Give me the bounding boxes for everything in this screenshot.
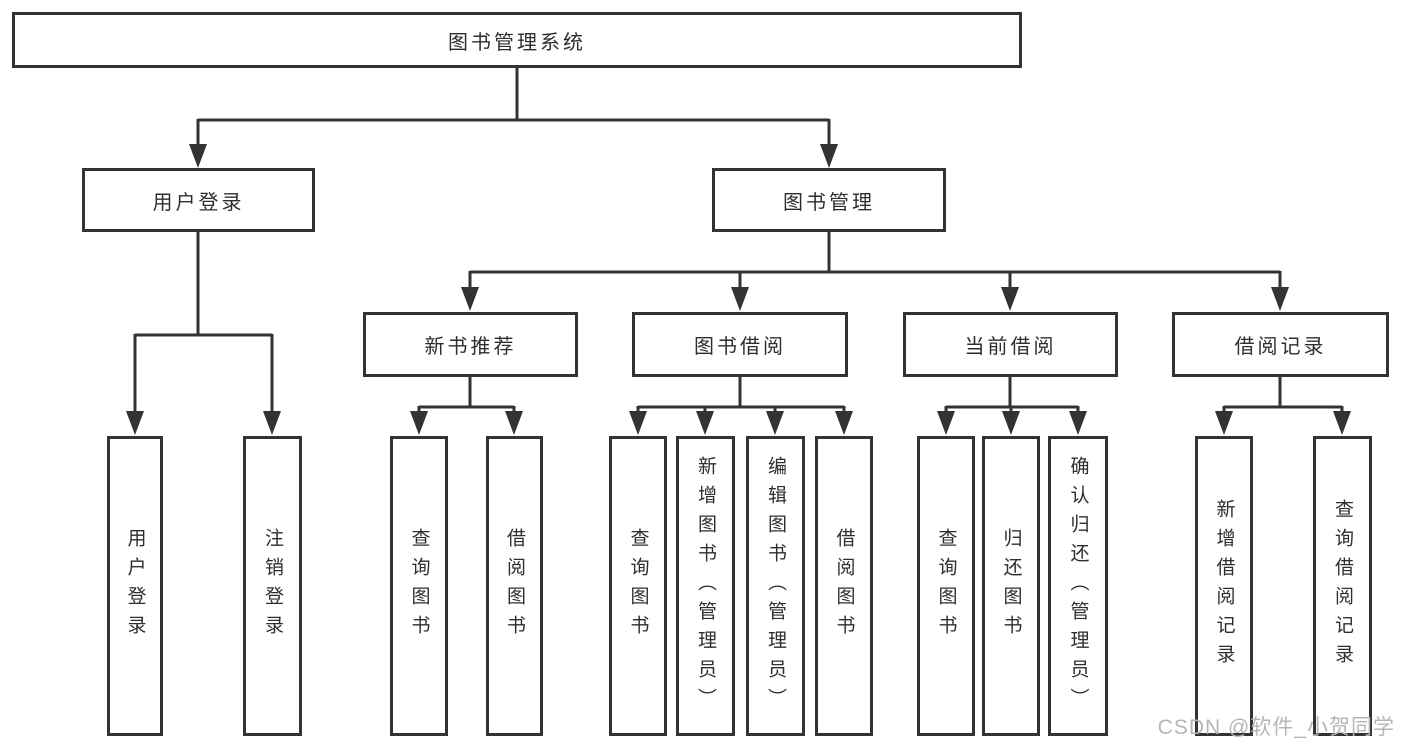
leaf-borrow-books-borrowing: 借阅图书	[815, 436, 873, 736]
leaf-add-book-admin: 新增图书（管理员）	[676, 436, 735, 736]
node-label: 借阅图书	[833, 528, 855, 644]
node-label: 查询图书	[935, 528, 957, 644]
leaf-add-borrow-record: 新增借阅记录	[1195, 436, 1253, 736]
leaf-query-borrow-record: 查询借阅记录	[1313, 436, 1372, 736]
node-label: 新增图书（管理员）	[695, 455, 716, 717]
node-book-management: 图书管理	[712, 168, 946, 232]
node-label: 查询图书	[627, 528, 649, 644]
leaf-query-books-recommend: 查询图书	[390, 436, 448, 736]
node-root-system: 图书管理系统	[12, 12, 1022, 68]
node-label: 图书管理系统	[448, 31, 586, 54]
leaf-edit-book-admin: 编辑图书（管理员）	[746, 436, 805, 736]
node-label: 借阅记录	[1234, 336, 1327, 358]
node-label: 借阅图书	[504, 528, 525, 644]
node-label: 编辑图书（管理员）	[765, 455, 786, 717]
node-label: 确认归还（管理员）	[1067, 455, 1089, 717]
leaf-return-books: 归还图书	[982, 436, 1040, 736]
node-label: 新增借阅记录	[1213, 499, 1235, 673]
node-label: 归还图书	[1000, 528, 1022, 644]
watermark: CSDN @软件_小贺同学	[1157, 716, 1395, 739]
leaf-query-books-current: 查询图书	[917, 436, 975, 736]
node-label: 查询图书	[408, 528, 430, 644]
leaf-confirm-return-admin: 确认归还（管理员）	[1048, 436, 1108, 736]
leaf-query-books-borrowing: 查询图书	[609, 436, 667, 736]
leaf-borrow-books-recommend: 借阅图书	[486, 436, 543, 736]
node-borrowing-records: 借阅记录	[1172, 312, 1389, 377]
leaf-user-login: 用户登录	[107, 436, 163, 736]
node-label: 当前借阅	[964, 336, 1057, 358]
node-label: 图书借阅	[694, 336, 786, 358]
node-current-borrowing: 当前借阅	[903, 312, 1118, 377]
node-book-borrowing: 图书借阅	[632, 312, 848, 377]
node-user-login: 用户登录	[82, 168, 315, 232]
node-label: 图书管理	[783, 191, 875, 214]
node-label: 用户登录	[152, 191, 245, 214]
node-label: 用户登录	[124, 528, 146, 644]
node-label: 注销登录	[262, 528, 283, 644]
node-new-book-recommend: 新书推荐	[363, 312, 578, 377]
node-label: 新书推荐	[424, 336, 517, 358]
node-label: 查询借阅记录	[1332, 499, 1353, 673]
leaf-logout: 注销登录	[243, 436, 302, 736]
